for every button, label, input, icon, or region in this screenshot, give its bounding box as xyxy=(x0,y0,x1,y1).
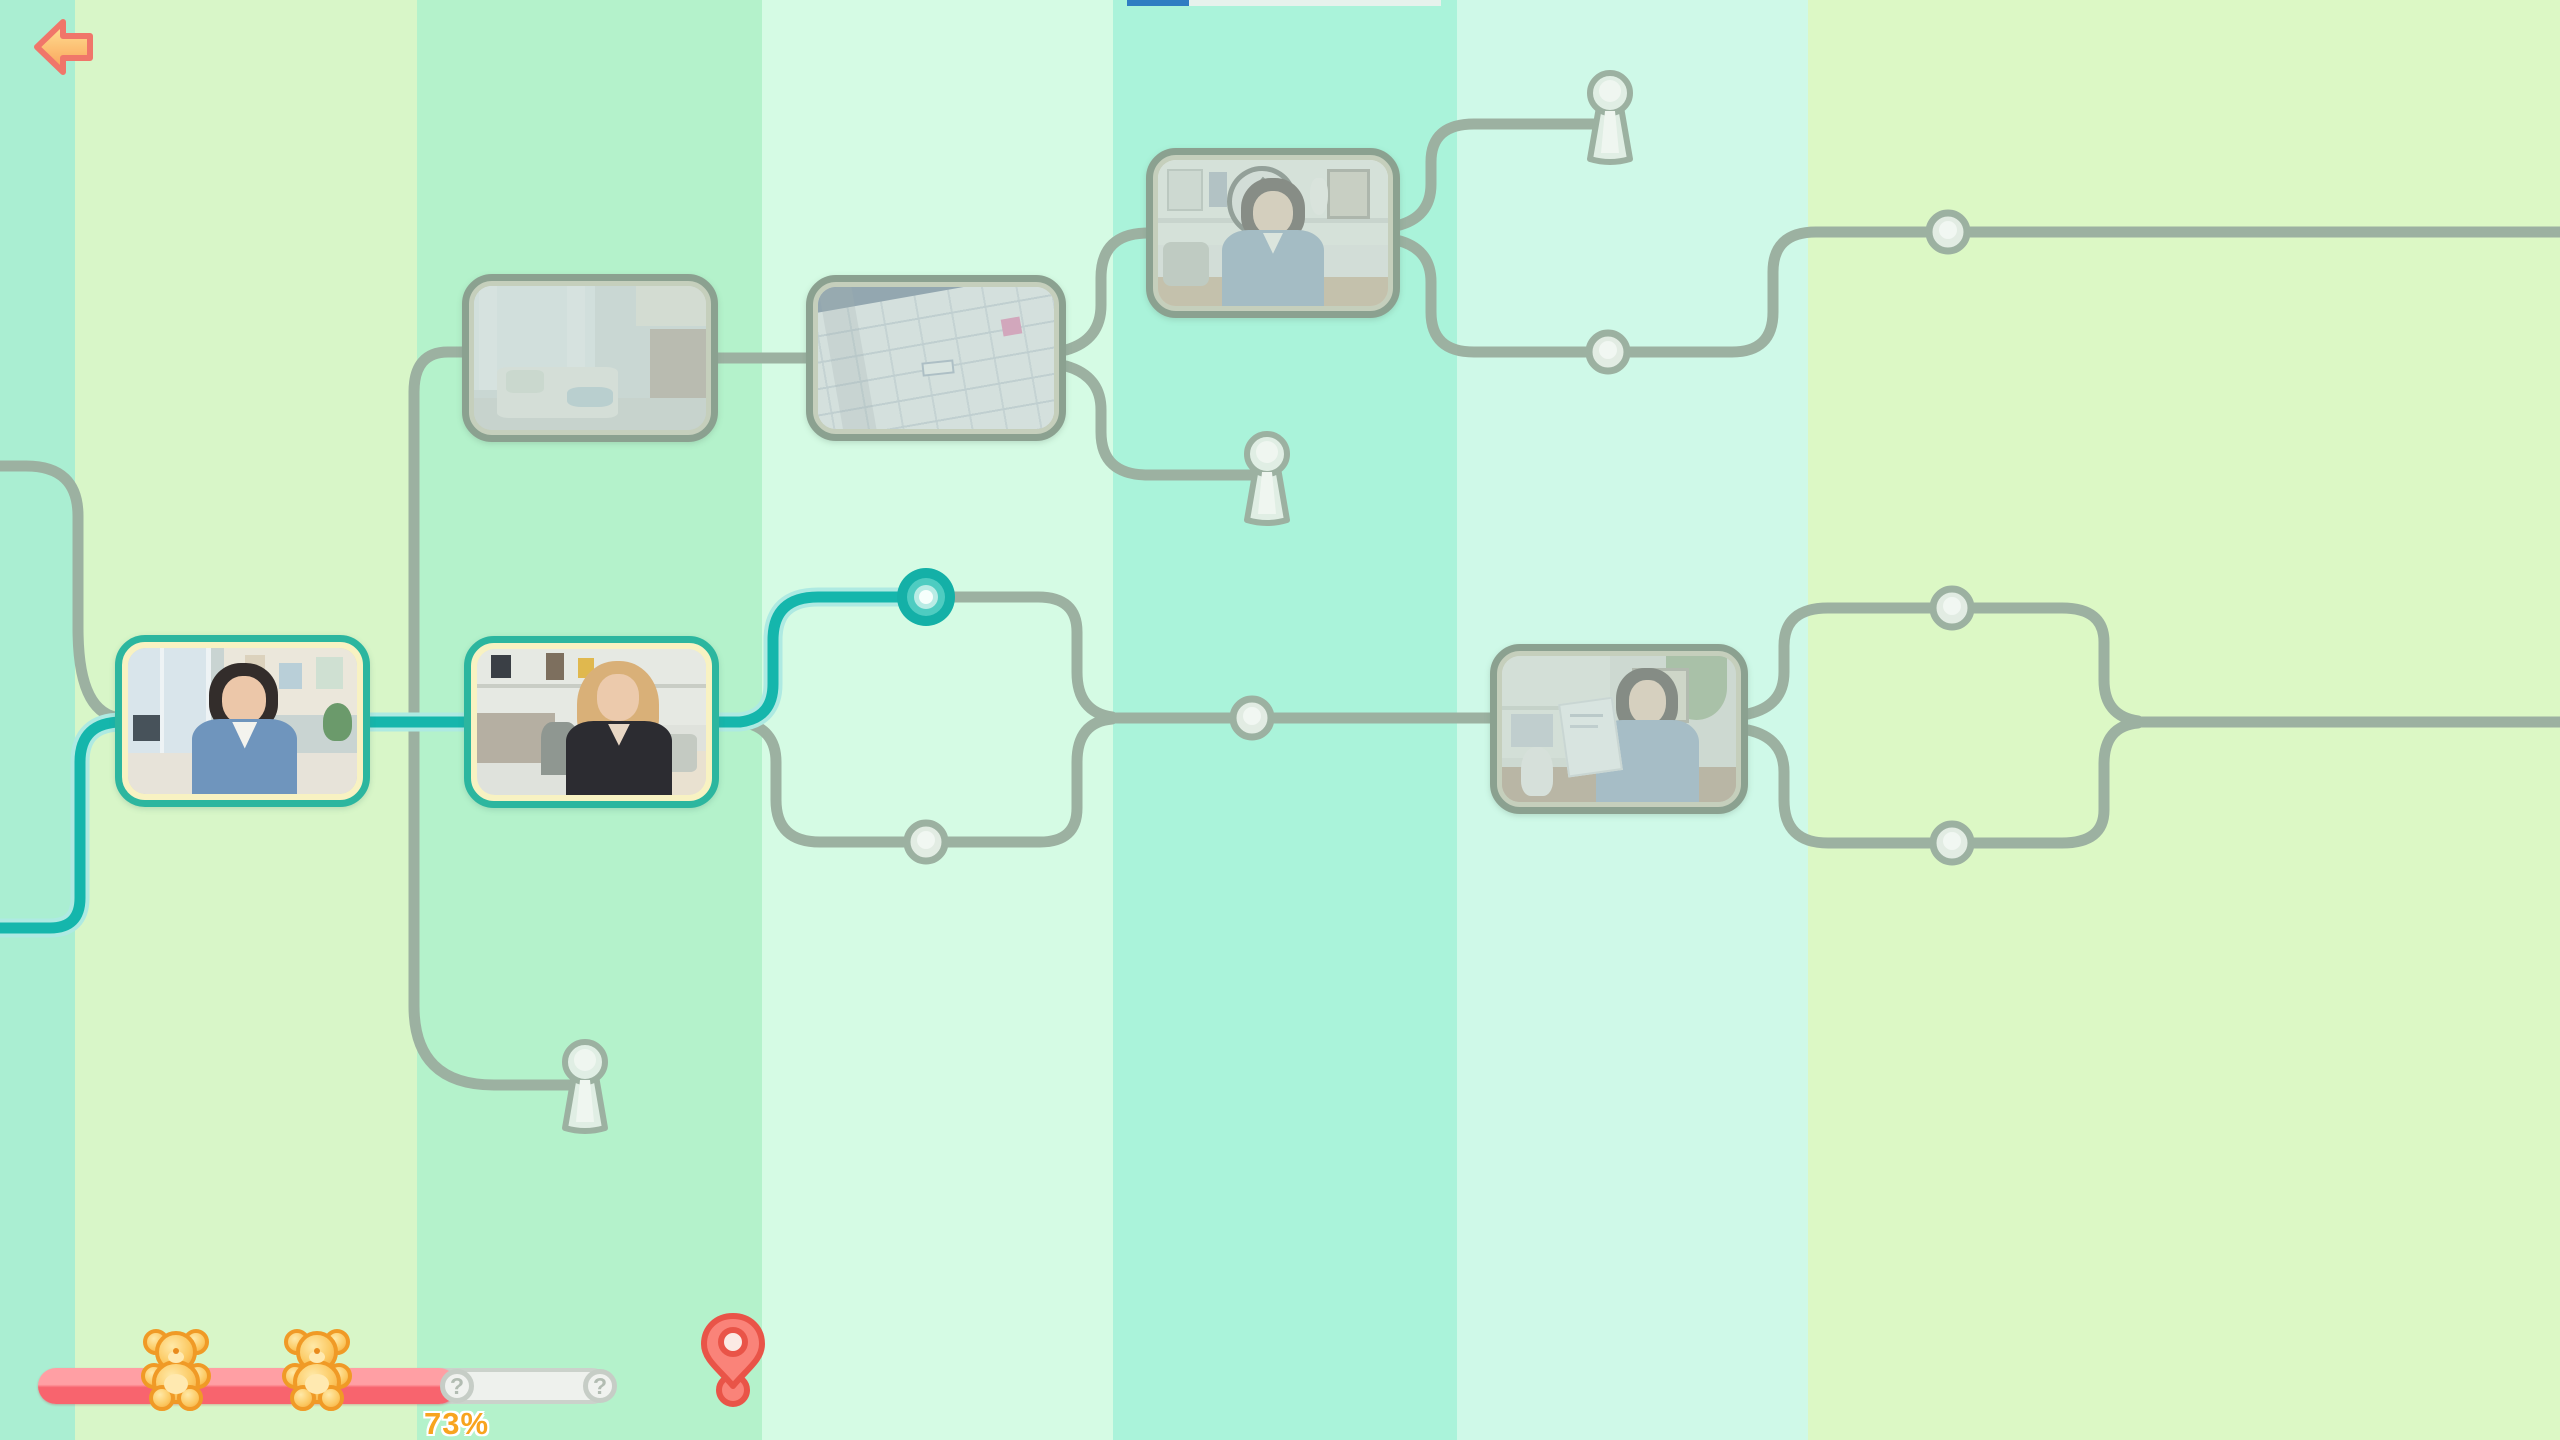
cushion-shape xyxy=(506,369,544,393)
path-card4-split-top xyxy=(1060,227,1154,356)
document-line xyxy=(1569,724,1598,728)
scene-card-2[interactable] xyxy=(464,636,719,808)
thumbnail-art-2 xyxy=(477,649,706,795)
lock-ending-2[interactable] xyxy=(1244,431,1290,526)
thumbnail-art-5 xyxy=(1158,160,1388,306)
shelf-item xyxy=(279,662,303,689)
milestone-question-2: ? xyxy=(583,1369,617,1403)
floor-shape xyxy=(474,398,706,430)
scene-card-5[interactable] xyxy=(1146,148,1400,318)
sofa-shape xyxy=(497,366,618,419)
note-shape xyxy=(921,359,955,377)
path-card5-split-top-to-lock xyxy=(1390,118,1604,232)
picture-frame xyxy=(1326,168,1370,219)
choice-node-card6-bottom[interactable] xyxy=(1929,820,1975,866)
scene-card-3[interactable] xyxy=(462,274,718,442)
milestone-question-1: ? xyxy=(440,1369,474,1403)
clock-hand xyxy=(1247,176,1265,197)
shelf-line xyxy=(1158,218,1388,224)
wall-clock xyxy=(1227,165,1297,238)
choice-nodes xyxy=(903,209,1975,866)
path-diamond1-top xyxy=(920,591,1118,723)
person-blonde-woman xyxy=(564,660,674,795)
document-header xyxy=(818,287,1054,315)
tv-shape xyxy=(132,715,161,742)
choice-node-topright[interactable] xyxy=(1925,209,1971,255)
bg-stripe-1 xyxy=(0,0,75,1440)
progress-percent-label: 73% xyxy=(424,1406,490,1440)
vase-shape xyxy=(1309,177,1329,216)
path-watched-card2-up-casing xyxy=(702,587,930,732)
cabinet-shape xyxy=(1502,766,1736,802)
bg-stripe-4 xyxy=(762,0,1113,1440)
path-watched-entry-casing xyxy=(0,712,132,938)
path-card5-split-bottom-right xyxy=(1390,226,2560,358)
picture-frame xyxy=(1631,667,1690,724)
book-shape xyxy=(1208,171,1227,207)
choice-node-diamond1-bottom[interactable] xyxy=(903,819,949,865)
path-card4-split-bottom-to-lock xyxy=(1060,360,1258,481)
choice-node-card5-bottom[interactable] xyxy=(1585,329,1631,375)
location-pin-icon xyxy=(694,1308,774,1413)
document-shape xyxy=(818,287,1054,429)
path-card3-branch-to-lock xyxy=(408,346,580,1091)
shelf-shape xyxy=(1502,656,1610,759)
shelf-item xyxy=(315,656,344,689)
path-topleft-entry xyxy=(0,460,128,724)
curtain-shape xyxy=(478,286,498,390)
person-holding-paper xyxy=(1595,667,1699,802)
shelf-shape xyxy=(1158,160,1388,245)
shadow-shape xyxy=(818,287,881,429)
back-arrow-icon xyxy=(34,19,93,75)
thumbnail-art-6 xyxy=(1502,656,1736,802)
window-frame xyxy=(160,648,165,762)
scene-card-4[interactable] xyxy=(806,275,1066,441)
pink-sticky-tab xyxy=(1000,316,1023,337)
top-edge-blue-bar xyxy=(1127,0,1189,6)
milestone-bear-icon-1 xyxy=(134,1324,218,1412)
document-line xyxy=(1569,714,1603,718)
figurine-shape xyxy=(1520,746,1554,797)
person-denim-girl xyxy=(192,662,298,794)
cabinet-shape xyxy=(650,329,706,399)
lock-ending-1[interactable] xyxy=(562,1039,608,1134)
table-shape xyxy=(566,386,614,407)
thumbnail-art-1 xyxy=(128,648,357,794)
choice-node-main-middle[interactable] xyxy=(1229,695,1275,741)
top-edge-light-bar xyxy=(1189,0,1441,6)
back-button[interactable] xyxy=(30,14,96,80)
shelf-shape xyxy=(636,286,706,327)
curtain-shape xyxy=(566,286,586,390)
books-shape xyxy=(1511,714,1554,747)
choice-node-card6-top[interactable] xyxy=(1929,585,1975,631)
shelf-item xyxy=(545,653,564,680)
scene-card-1[interactable] xyxy=(115,635,370,807)
pillow-shape xyxy=(1162,241,1209,286)
scene-card-6[interactable] xyxy=(1490,644,1748,814)
binder-shape xyxy=(1167,168,1204,211)
milestone-bear-icon-2 xyxy=(275,1324,359,1412)
path-watched-card2-up xyxy=(706,591,926,728)
shelf-line xyxy=(1502,705,1610,710)
held-document xyxy=(1557,696,1624,778)
lock-ending-3[interactable] xyxy=(1587,70,1633,165)
thumbnail-art-3 xyxy=(474,286,706,430)
cabinet-shape xyxy=(1158,276,1388,306)
plant-shape xyxy=(1665,656,1727,721)
progress-fill xyxy=(38,1368,457,1404)
window-shape xyxy=(474,286,595,390)
thumbnail-art-4 xyxy=(818,287,1054,429)
plant-shape xyxy=(322,703,353,742)
person-denim-shirt xyxy=(1222,177,1324,306)
choice-node-selected[interactable] xyxy=(897,568,955,626)
shelf-item xyxy=(490,654,512,679)
path-watched-entry xyxy=(0,716,128,934)
